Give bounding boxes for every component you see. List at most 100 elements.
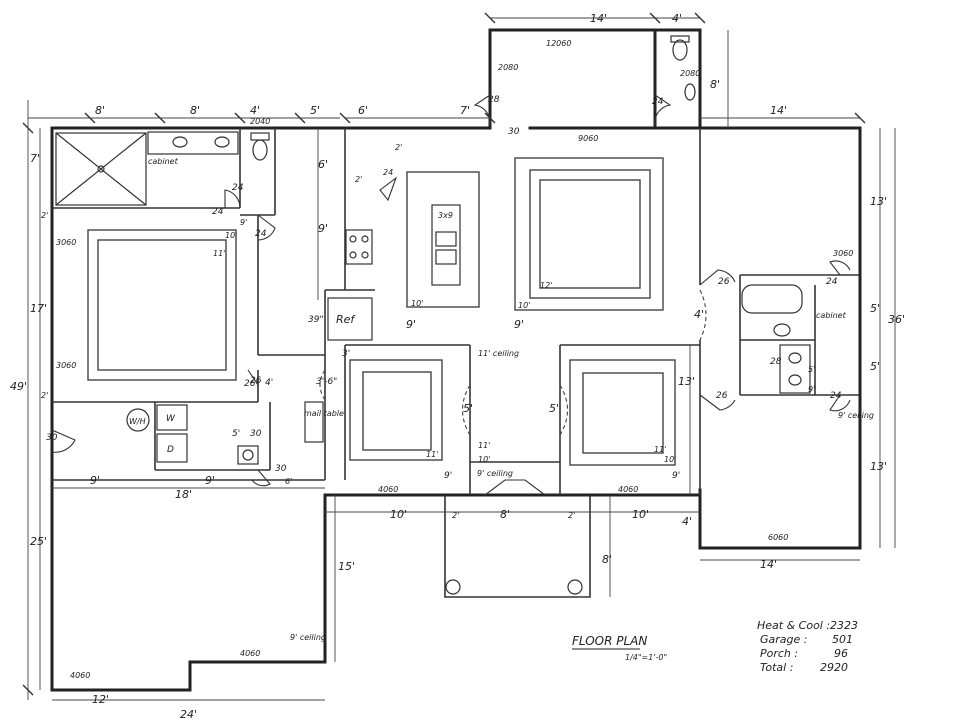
dim-top-4b: 4' [250, 104, 260, 117]
dim-bot-2a: 2' [452, 511, 459, 520]
dim-mid-4: 4' [265, 378, 273, 388]
bathtub [741, 284, 803, 314]
title-block: FLOOR PLAN 1/4"=1'-0" [572, 634, 667, 662]
master-tray-outer [87, 229, 237, 381]
window-3060c: 3060 [833, 249, 853, 258]
mail-table-label: mail table [304, 409, 344, 418]
ceiling-foyer-9: 9' ceiling [477, 469, 513, 478]
dim-bot-12: 12' [92, 693, 109, 706]
door-30b: 30 [46, 433, 58, 443]
ceiling-master-11: 11' [213, 249, 225, 258]
ceiling-kitchen-10: 10' [411, 299, 423, 308]
total-label: Total : [760, 661, 793, 674]
dim-right-5a: 5' [870, 302, 880, 315]
ceiling-kitchen-9: 9' [406, 318, 416, 331]
dim-laundry-6: 6' [285, 477, 292, 486]
dim-left-17: 17' [30, 302, 47, 315]
dim-hall-4: 4' [694, 308, 704, 321]
dim-bot-14: 14' [760, 558, 777, 571]
porch-label: Porch : [760, 647, 798, 660]
window-4060b: 4060 [618, 485, 638, 494]
ceiling-right-9: 9' ceiling [838, 411, 874, 420]
dim-porch-8: 8' [602, 553, 612, 566]
dim-right-13b: 13' [870, 460, 887, 473]
window-2080: 2080 [498, 63, 518, 72]
master-vanity [147, 131, 239, 155]
window-4060d: 4060 [240, 649, 260, 658]
dim-hall-5a: 5' [463, 402, 473, 415]
door-26c: 26 [716, 391, 728, 401]
dim-left-49: 49' [10, 380, 27, 393]
dryer-label: D [167, 445, 174, 455]
toilet [773, 323, 791, 337]
dim-mid-3-6: 3'-6" [316, 377, 337, 387]
dimension-lines [22, 12, 896, 701]
plan-scale: 1/4"=1'-0" [625, 653, 667, 662]
garage-value: 501 [832, 633, 853, 646]
dining-tray-outer [349, 359, 443, 461]
door-26b: 26 [718, 277, 730, 287]
laundry-sink [237, 445, 259, 465]
dim-bath-5: 5' [808, 365, 815, 374]
dim-laundry-9b: 9' [205, 474, 215, 487]
water-heater-label: W/H [129, 417, 146, 426]
toilet [252, 139, 268, 161]
washer [156, 404, 188, 431]
door-24c: 24 [212, 207, 224, 217]
water-heater [126, 408, 150, 432]
window-4060c: 4060 [70, 671, 90, 680]
plan-title: FLOOR PLAN [572, 634, 647, 648]
washer-label: W [166, 414, 176, 424]
hall-vanity [779, 344, 811, 394]
living-tray-inner [539, 179, 641, 289]
door-26d: 26 [244, 379, 256, 389]
island-label: 3x9 [438, 211, 453, 220]
window-6060: 6060 [768, 533, 788, 542]
window-9060: 9060 [578, 134, 598, 143]
porch-column [567, 579, 583, 595]
porch-value: 96 [834, 647, 848, 660]
dim-mid-2a: 2' [395, 143, 402, 152]
arch-openings [319, 289, 707, 436]
dim-right-36: 36' [888, 313, 905, 326]
ceiling-hall-11: 11' ceiling [478, 349, 519, 358]
dim-left-2b: 2' [41, 391, 48, 400]
garage-label: Garage : [760, 633, 807, 646]
ceiling-bed2-11: 11' [654, 445, 666, 454]
dim-laundry-9: 9' [90, 474, 100, 487]
toilet [672, 39, 688, 61]
refrigerator [327, 297, 373, 341]
dim-top-14: 14' [590, 12, 607, 25]
door-26a: 26 [250, 376, 262, 386]
door-24d: 24 [255, 229, 267, 239]
heat-cool-value: 2323 [830, 619, 858, 632]
dim-top-14b: 14' [770, 104, 787, 117]
ceiling-outlines [87, 157, 676, 466]
dim-laundry-18: 18' [175, 488, 192, 501]
ceiling-master-10: 10' [225, 231, 237, 240]
dim-top-6: 6' [358, 104, 368, 117]
dim-mid-6: 6' [318, 158, 328, 171]
ceiling-living-9: 9' [514, 318, 524, 331]
dim-top-5: 5' [310, 104, 320, 117]
ceiling-master-9: 9' [240, 218, 247, 227]
dim-right-13a: 13' [870, 195, 887, 208]
living-tray-mid [529, 169, 651, 299]
window-3060a: 3060 [56, 238, 76, 247]
heat-cool-label: Heat & Cool : [757, 619, 830, 632]
dim-bot-10a: 10' [390, 508, 407, 521]
door-24e: 24 [383, 168, 393, 177]
dim-bot-24: 24' [180, 708, 197, 720]
window-12060: 12060 [546, 39, 571, 48]
dim-mid-9: 9' [318, 222, 328, 235]
dryer [156, 433, 188, 463]
ceiling-hall-10: 10' [478, 455, 490, 464]
cabinet-label-a: cabinet [148, 157, 179, 166]
window-3060b: 3060 [56, 361, 76, 370]
bed2-tray-outer [569, 359, 676, 466]
dim-bot-10b: 10' [632, 508, 649, 521]
dim-right-8: 8' [710, 78, 720, 91]
dim-left-2: 2' [41, 211, 48, 220]
ceiling-bed2-10: 10' [664, 455, 676, 464]
